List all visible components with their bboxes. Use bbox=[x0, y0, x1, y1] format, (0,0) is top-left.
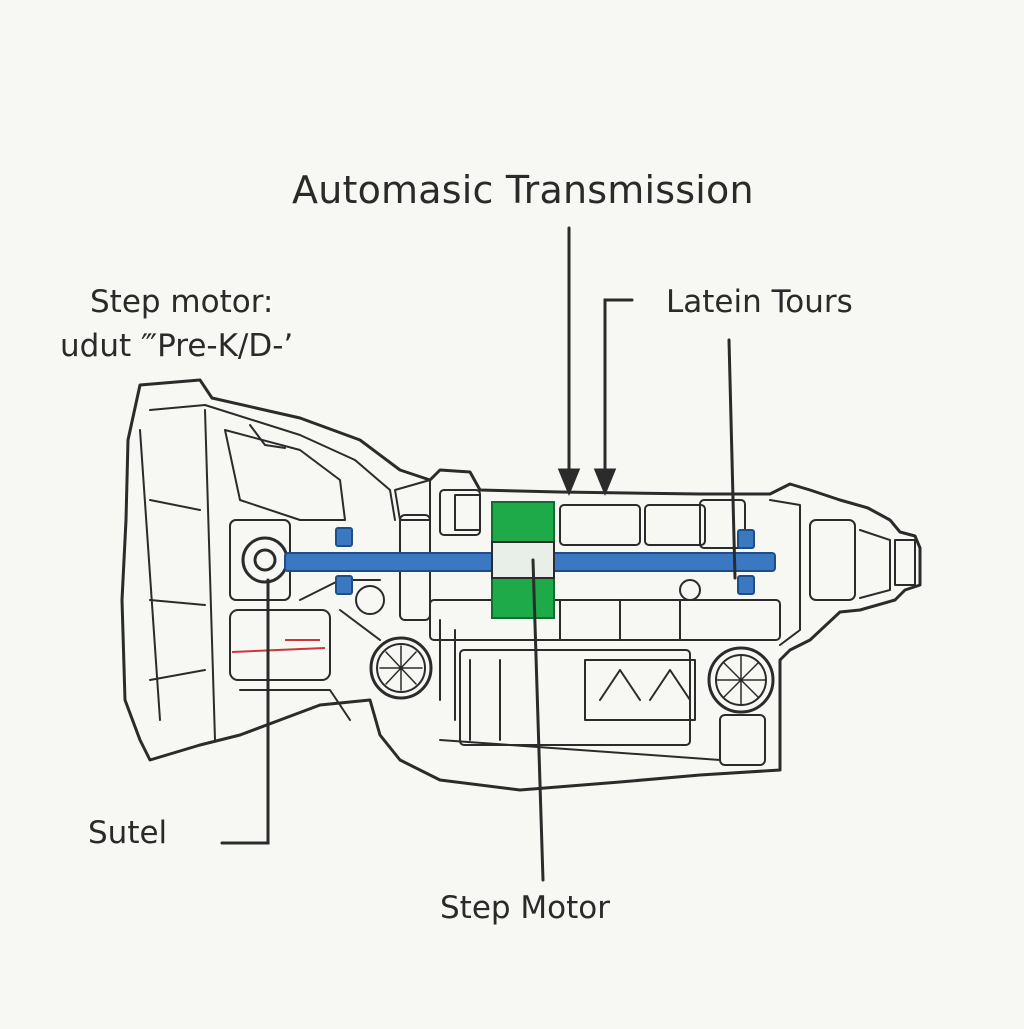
diagram-title: Automasic Transmission bbox=[292, 168, 754, 212]
label-step-motor-top: Step motor: bbox=[90, 284, 274, 320]
label-latein-tours: Latein Tours bbox=[666, 284, 853, 320]
red-accent-line bbox=[231, 647, 326, 653]
label-sutel: Sutel bbox=[88, 815, 168, 851]
label-step-motor-bottom: Step Motor bbox=[440, 890, 611, 926]
step-motor-leader bbox=[531, 558, 545, 882]
latein-leader bbox=[603, 298, 634, 482]
sutel-leader bbox=[220, 578, 270, 845]
step-motor-gear bbox=[491, 501, 555, 619]
bell-housing bbox=[120, 378, 922, 792]
label-step-motor-subtitle: udut ‴Pre-K/D-’ bbox=[60, 328, 294, 364]
